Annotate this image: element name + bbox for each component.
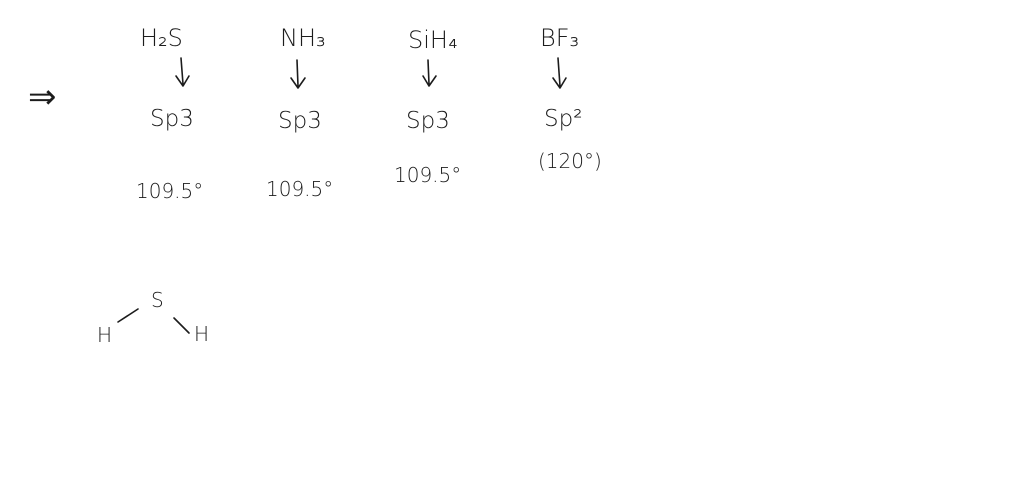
down-arrow-icon [290,59,306,89]
bond-angle-label: 109.5° [136,179,203,203]
left-bond-line [117,308,139,323]
hybridization-label: Sp3 [278,108,322,134]
molecule-column-bf3: BF₃ Sp² (120°) [538,24,602,173]
molecule-column-h2s: H₂S Sp3 109.5° [136,24,203,203]
hybridization-label: Sp3 [150,106,194,132]
right-bond-line [173,317,190,334]
molecule-formula: BF₃ [540,24,579,52]
right-hydrogen-label: H [194,322,209,346]
hybridization-label: Sp² [544,106,582,132]
down-arrow-icon [422,59,437,87]
molecule-formula: NH₃ [280,24,326,52]
molecule-column-sih4: SiH₄ Sp3 109.5° [394,26,461,187]
h2s-structure-sketch: S H H [97,288,209,347]
down-arrow-icon [552,57,567,89]
left-hydrogen-label: H [97,323,112,347]
central-atom-label: S [151,288,164,312]
hybridization-label: Sp3 [406,108,450,134]
down-arrow-icon [175,57,190,87]
bond-angle-label: 109.5° [394,163,461,187]
molecule-formula: H₂S [140,24,183,52]
molecule-formula: SiH₄ [408,26,458,54]
bond-angle-label: (120°) [538,149,602,173]
implies-arrow-icon: ⇒ [28,77,57,117]
molecule-column-nh3: NH₃ Sp3 109.5° [266,24,333,201]
bond-angle-label: 109.5° [266,177,333,201]
